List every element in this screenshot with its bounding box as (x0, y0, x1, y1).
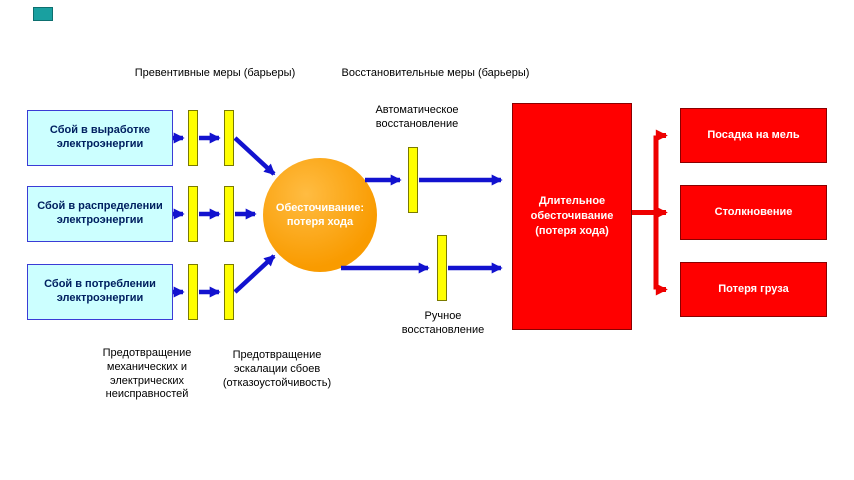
consequence-box-grounding: Посадка на мель (680, 108, 827, 163)
barrier-bar (188, 110, 198, 166)
consequence-box-collision: Столкновение (680, 185, 827, 240)
consequence-box-cargo-loss: Потеря груза (680, 262, 827, 317)
barrier-bar (188, 186, 198, 242)
barrier-bar-auto-recovery (408, 147, 418, 213)
barrier-bar (224, 186, 234, 242)
app-icon (33, 7, 53, 21)
label-prevent-failures: Предотвращение механических и электричес… (102, 347, 192, 401)
cause-box-generation: Сбой в выработке электроэнергии (27, 110, 173, 166)
hazard-circle: Обесточивание: потеря хода (263, 158, 377, 272)
label-prevent-escalation: Предотвращение эскалации сбоев (отказоус… (222, 349, 332, 389)
label-restorative-measures: Восстановительные меры (барьеры) (341, 67, 530, 79)
barrier-bar (188, 264, 198, 320)
cause-box-distribution: Сбой в распределении электроэнергии (27, 186, 173, 242)
barrier-bar (224, 264, 234, 320)
cause-box-consumption: Сбой в потреблении электроэнергии (27, 264, 173, 320)
label-auto-recovery: Автоматическое восстановление (375, 104, 459, 130)
barrier-bar-manual-recovery (437, 235, 447, 301)
label-manual-recovery: Ручное восстановление (401, 310, 485, 336)
label-preventive-measures: Превентивные меры (барьеры) (134, 67, 296, 79)
top-event-box: Длительное обесточивание (потеря хода) (512, 103, 632, 330)
barrier-bar (224, 110, 234, 166)
